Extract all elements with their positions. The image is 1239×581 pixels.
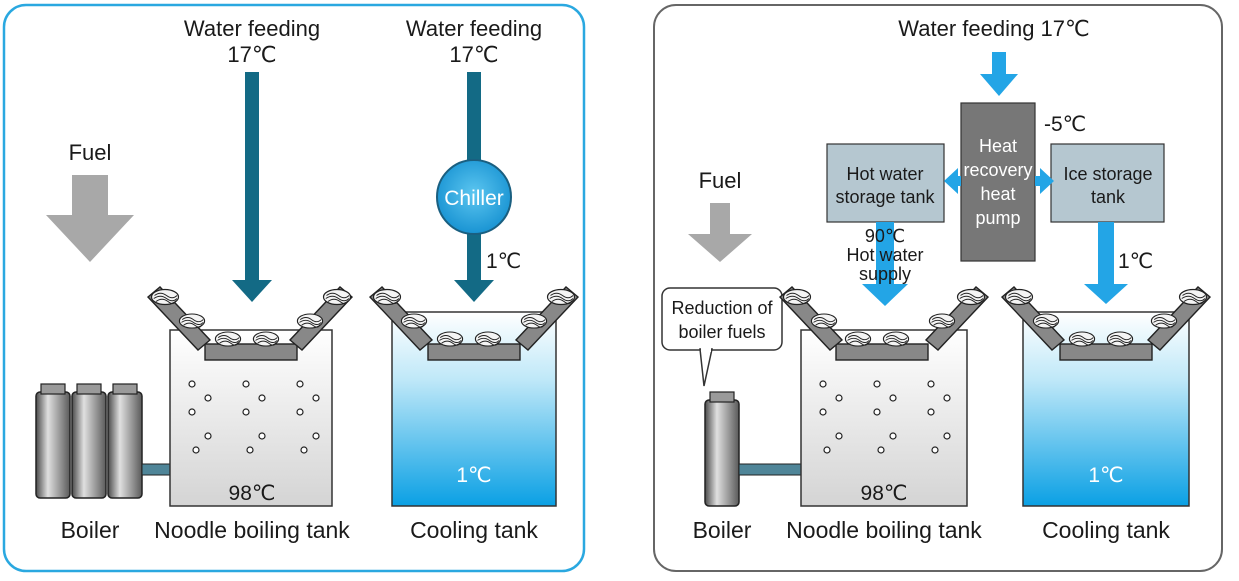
right-panel: Water feeding 17℃ Heat recovery heat pum…	[653, 4, 1223, 572]
cooling-tank-label: Cooling tank	[410, 517, 538, 543]
fuel-arrow-right	[688, 203, 752, 262]
cooling-temp-label-right: 1℃	[1088, 464, 1123, 487]
svg-text:storage tank: storage tank	[835, 187, 935, 207]
hot-water-supply-arrow	[862, 222, 908, 306]
svg-text:pump: pump	[975, 208, 1020, 228]
boiler-cylinders	[35, 383, 143, 499]
water-feeding-label-1: Water feeding	[184, 16, 320, 41]
cooling-tank-right: 1℃	[1000, 286, 1212, 507]
chiller-unit: Chiller	[436, 159, 512, 235]
water-feeding-temp-2: 17℃	[449, 42, 498, 67]
arrow-to-hot-water	[944, 168, 961, 194]
svg-text:tank: tank	[1091, 187, 1126, 207]
noodle-boiling-tank: 98℃	[146, 286, 354, 507]
noodle-tank-label-right: Noodle boiling tank	[786, 517, 982, 543]
cooling-tank: 1℃	[368, 286, 580, 507]
hot-water-storage-tank: Hot water storage tank	[826, 143, 945, 223]
svg-text:heat: heat	[980, 184, 1015, 204]
svg-text:Reduction of: Reduction of	[671, 298, 773, 318]
boiling-temp-label: 98℃	[229, 482, 276, 505]
svg-text:90℃: 90℃	[865, 226, 905, 246]
callout-reduction: Reduction of boiler fuels	[661, 287, 783, 387]
boiler-cylinder-right	[704, 391, 740, 507]
chilled-temp-label: 1℃	[486, 250, 521, 273]
boiling-temp-label-right: 98℃	[861, 482, 908, 505]
svg-text:Heat: Heat	[979, 136, 1017, 156]
chiller-label: Chiller	[444, 187, 504, 210]
minus-temp-label: -5℃	[1044, 113, 1086, 136]
fuel-arrow	[46, 175, 134, 262]
arrow-to-ice-storage	[1035, 168, 1054, 194]
cooling-temp-label: 1℃	[456, 464, 491, 487]
noodle-tank-label: Noodle boiling tank	[154, 517, 350, 543]
hot-water-supply-label: 90℃ Hot water supply	[846, 226, 923, 284]
svg-text:recovery: recovery	[963, 160, 1032, 180]
svg-text:boiler fuels: boiler fuels	[678, 322, 765, 342]
svg-text:supply: supply	[859, 264, 911, 284]
water-feeding-temp-1: 17℃	[227, 42, 276, 67]
boiler-label: Boiler	[61, 517, 120, 543]
cooling-tank-label-right: Cooling tank	[1042, 517, 1170, 543]
water-arrow-boiling	[232, 72, 272, 302]
heat-pump-box: Heat recovery heat pump	[960, 102, 1036, 262]
svg-text:Ice storage: Ice storage	[1063, 164, 1152, 184]
ice-storage-tank: Ice storage tank	[1050, 143, 1165, 223]
fuel-label-right: Fuel	[699, 168, 742, 193]
ice-to-cooling-arrow	[1084, 222, 1128, 304]
svg-text:Hot water: Hot water	[846, 245, 923, 265]
water-feeding-label: Water feeding 17℃	[898, 16, 1089, 41]
water-feeding-label-2: Water feeding	[406, 16, 542, 41]
svg-text:Hot water: Hot water	[846, 164, 923, 184]
water-arrow-heatpump	[980, 52, 1018, 96]
boiler-label-right: Boiler	[693, 517, 752, 543]
noodle-boiling-tank-right: 98℃	[778, 286, 990, 507]
chilled-temp-label-right: 1℃	[1118, 250, 1153, 273]
left-panel: Water feeding 17℃ Water feeding 17℃ Chil…	[2, 3, 586, 573]
fuel-label: Fuel	[69, 140, 112, 165]
